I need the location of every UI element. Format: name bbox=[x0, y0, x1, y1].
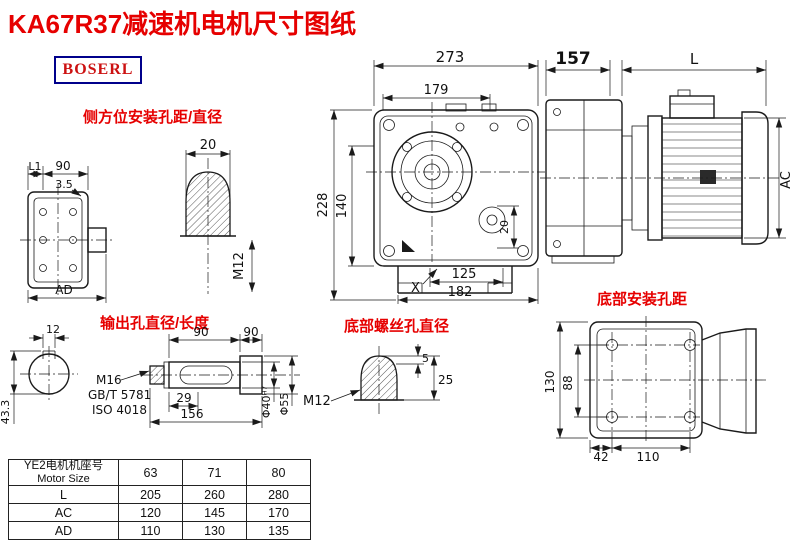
table-row-label: L bbox=[8, 485, 119, 505]
dim-plug-m12: M12 bbox=[232, 252, 247, 280]
dim-l1: L1 bbox=[28, 160, 41, 173]
dim-ad: AD bbox=[55, 283, 72, 297]
dim-25: 25 bbox=[438, 373, 453, 387]
dim-228: 228 bbox=[316, 193, 331, 218]
motor-size-table: YE2电机机座号 Motor Size 63 71 80 L 205 260 2… bbox=[8, 458, 311, 541]
side-flange-view: L1 90 3.5 AD bbox=[20, 159, 112, 303]
dim-179: 179 bbox=[424, 83, 449, 98]
table-row: AC 120 145 170 bbox=[8, 503, 311, 523]
table-row: AD 110 130 135 bbox=[8, 521, 311, 541]
bottom-mount-view: 130 88 42 110 bbox=[543, 316, 766, 464]
dim-m16: M16 bbox=[96, 373, 122, 387]
dim-bore-40h7: Φ40ᴴ⁷ bbox=[260, 386, 273, 418]
table-row-header: YE2电机机座号 Motor Size 63 71 80 bbox=[8, 458, 311, 487]
table-cell: 145 bbox=[182, 503, 247, 523]
dim-plug-20: 20 bbox=[200, 138, 217, 153]
std-gb: GB/T 5781 bbox=[88, 388, 151, 402]
label-bottom-screw: 底部螺丝孔直径 bbox=[344, 318, 450, 335]
dim-key-12: 12 bbox=[46, 323, 60, 336]
table-cell: 260 bbox=[182, 485, 247, 505]
dim-90a: 90 bbox=[193, 325, 208, 339]
dim-273: 273 bbox=[436, 48, 465, 66]
table-row-label: AD bbox=[8, 521, 119, 541]
dim-140: 140 bbox=[335, 194, 350, 219]
nameplate bbox=[700, 170, 716, 184]
label-side-mount: 侧方位安装孔距/直径 bbox=[83, 109, 223, 126]
label-output-hole: 输出孔直径/长度 bbox=[100, 315, 210, 332]
table-row-label: AC bbox=[8, 503, 119, 523]
dim-130: 130 bbox=[543, 371, 557, 394]
dim-88: 88 bbox=[561, 375, 575, 390]
dim-dia-55: Φ55 bbox=[278, 393, 291, 416]
output-bore-end-view: 12 43.3 bbox=[0, 323, 78, 424]
dim-l: L bbox=[690, 50, 699, 68]
table-cell: 71 bbox=[182, 458, 247, 487]
dim-screw-m12: M12 bbox=[303, 394, 331, 409]
dim-90b: 90 bbox=[243, 325, 258, 339]
label-bottom-mount: 底部安装孔距 bbox=[597, 291, 688, 308]
table-cell: 120 bbox=[118, 503, 183, 523]
output-shaft-side-view: 90 90 29 156 M16 GB/T 5781 ISO 4018 Φ40ᴴ… bbox=[88, 325, 300, 428]
dim-3-5: 3.5 bbox=[55, 178, 73, 191]
table-cell: 170 bbox=[246, 503, 311, 523]
table-cell: 135 bbox=[246, 521, 311, 541]
table-cell: 110 bbox=[118, 521, 183, 541]
table-cell: 130 bbox=[182, 521, 247, 541]
table-row: L 205 260 280 bbox=[8, 485, 311, 505]
dim-110: 110 bbox=[637, 450, 660, 464]
table-cell: 280 bbox=[246, 485, 311, 505]
dim-29: 29 bbox=[176, 391, 191, 405]
table-cell: 205 bbox=[118, 485, 183, 505]
table-cell: 63 bbox=[118, 458, 183, 487]
dim-inner-20: 20 bbox=[498, 220, 511, 234]
dim-tip-5: 5 bbox=[422, 352, 429, 365]
gearbox-front-view: 20 X 273 179 228 140 125 182 bbox=[316, 48, 545, 304]
dim-flange-90: 90 bbox=[55, 159, 70, 173]
dim-182: 182 bbox=[448, 285, 473, 300]
bottom-screw-view: M12 5 25 bbox=[303, 344, 453, 414]
dim-157: 157 bbox=[555, 49, 591, 69]
dim-125: 125 bbox=[452, 267, 477, 282]
dim-156: 156 bbox=[181, 407, 204, 421]
table-cell: 80 bbox=[246, 458, 311, 487]
dim-ac: AC bbox=[779, 171, 794, 189]
brand-logo: BOSERL bbox=[54, 56, 142, 84]
table-header-en: Motor Size bbox=[37, 473, 90, 486]
std-iso: ISO 4018 bbox=[92, 403, 147, 417]
side-plug-view: 20 M12 bbox=[180, 138, 256, 294]
table-header-cn: YE2电机机座号 bbox=[23, 460, 104, 472]
section-mark bbox=[402, 240, 415, 252]
dim-x: X bbox=[411, 281, 420, 296]
motor-side-view: 157 L AC bbox=[540, 49, 794, 264]
dim-43-3: 43.3 bbox=[0, 400, 12, 425]
table-header-cell: YE2电机机座号 Motor Size bbox=[8, 458, 119, 487]
page-title: KA67R37减速机电机尺寸图纸 bbox=[8, 9, 357, 39]
dim-42: 42 bbox=[593, 450, 608, 464]
